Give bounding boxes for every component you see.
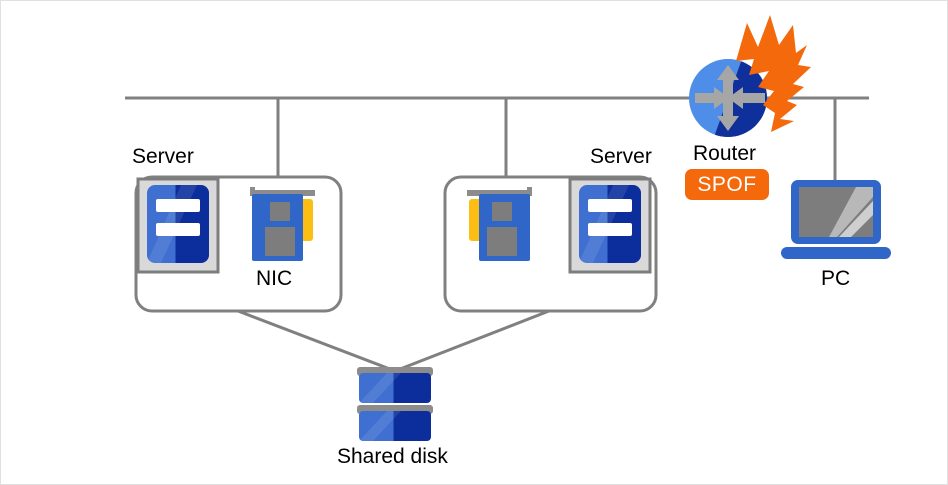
- nic-icon-left[interactable]: [250, 187, 315, 261]
- server-left-label: Server: [132, 145, 194, 168]
- shared-disk-label: Shared disk: [337, 445, 448, 468]
- router-icon[interactable]: [689, 59, 791, 137]
- router-label: Router: [693, 142, 757, 165]
- link-server-right-to-disk: [394, 309, 550, 373]
- link-server-left-to-disk: [237, 309, 396, 373]
- disk-stack-icon[interactable]: [357, 367, 433, 441]
- spof-badge[interactable]: SPOF: [685, 169, 769, 200]
- nic-left-label: NIC: [256, 267, 293, 290]
- server-right-label: Server: [590, 145, 652, 168]
- pc-label: PC: [821, 267, 851, 290]
- server-icon-left[interactable]: [136, 177, 220, 274]
- laptop-icon[interactable]: [781, 180, 891, 259]
- lightning-burst-icon: [736, 15, 811, 132]
- server-icon-right[interactable]: [568, 177, 652, 274]
- nic-icon-right[interactable]: [467, 187, 532, 261]
